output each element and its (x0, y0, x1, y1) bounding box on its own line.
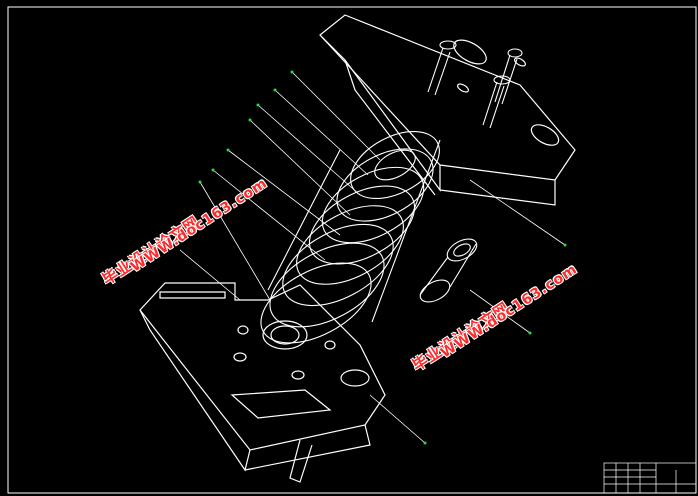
drawing-frame (7, 6, 697, 494)
base-plate (139, 282, 386, 483)
screws (427, 40, 523, 129)
title-block (603, 462, 697, 494)
guide-bushing (419, 238, 478, 303)
leader-lines (179, 71, 566, 444)
leader-dots (198, 70, 567, 445)
spring-stack (260, 130, 441, 344)
top-plate (319, 14, 576, 206)
